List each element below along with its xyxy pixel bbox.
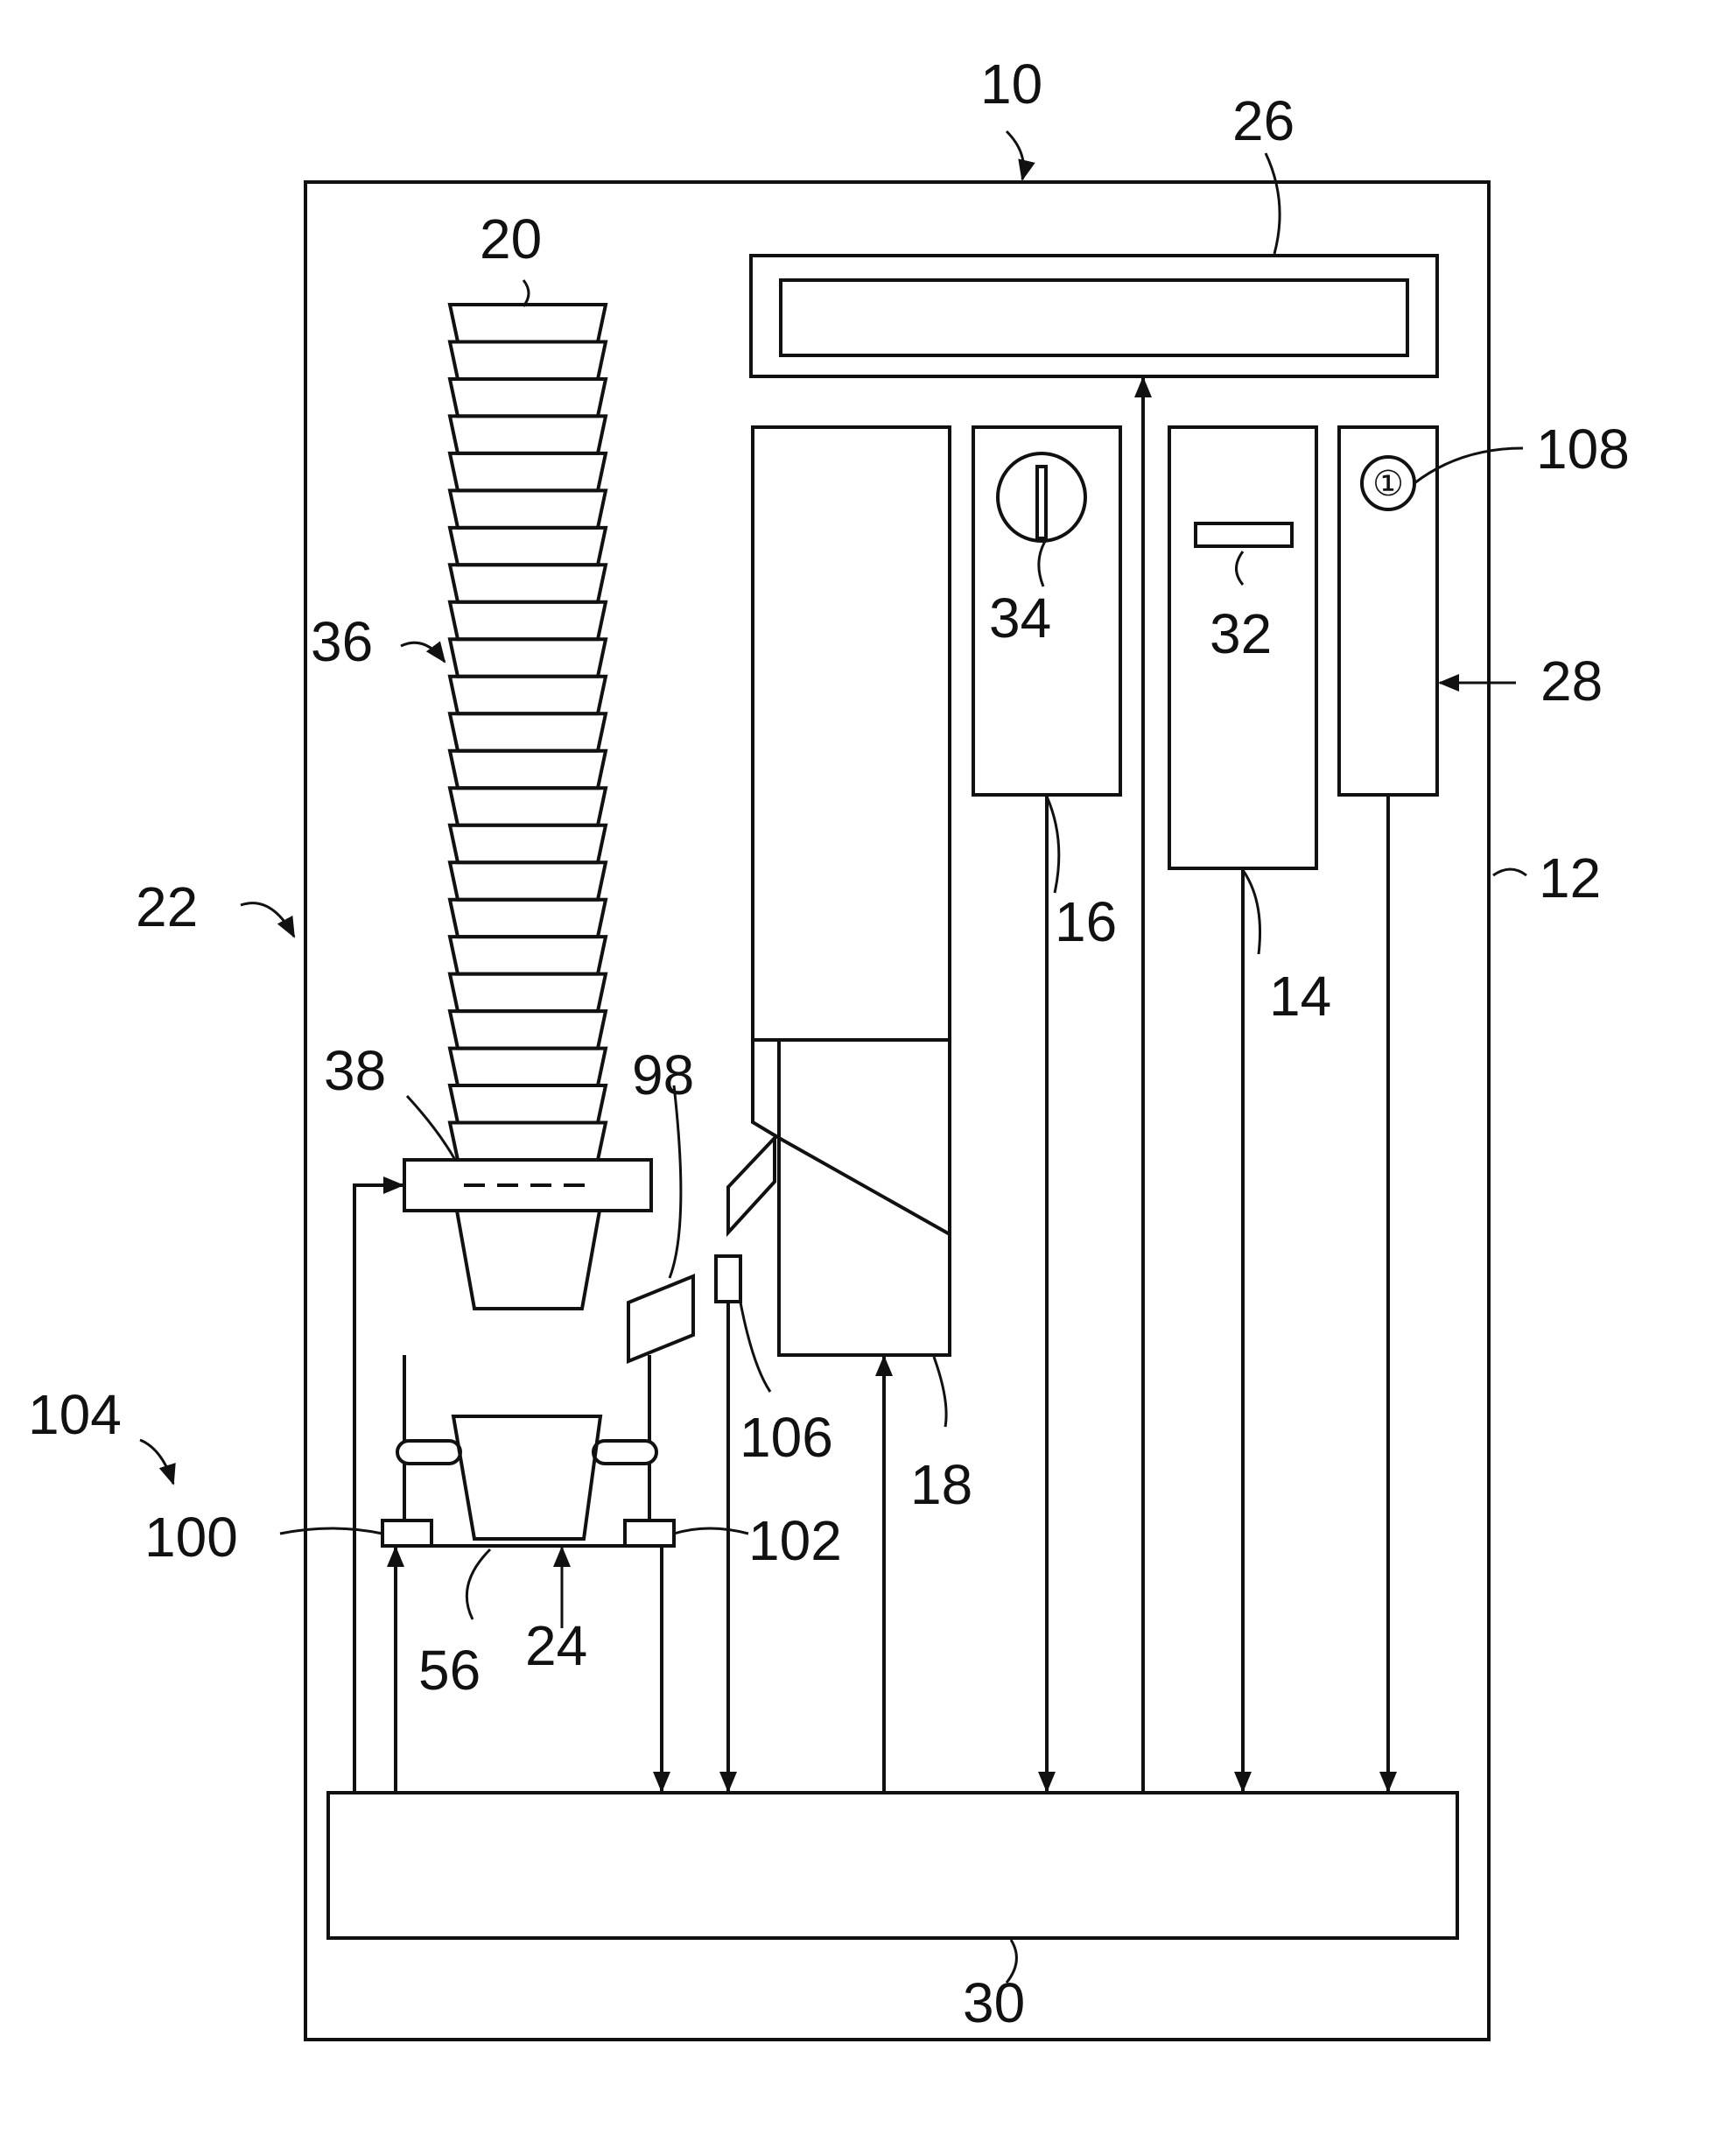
- stacked-cup: [450, 602, 606, 640]
- label-12: 12: [1539, 846, 1601, 909]
- label-26: 26: [1232, 89, 1295, 152]
- cabinet-outline: [305, 182, 1489, 2040]
- stacked-cup: [450, 416, 606, 453]
- label-10: 10: [980, 53, 1042, 116]
- stacked-cup: [450, 677, 606, 714]
- stacked-cup: [450, 974, 606, 1012]
- label-24: 24: [525, 1614, 587, 1677]
- display-unit: [751, 256, 1437, 376]
- stacked-cup: [450, 1049, 606, 1085]
- stacked-cup: [450, 528, 606, 565]
- cup-dispenser-38: [404, 1160, 651, 1211]
- sensor-100: [382, 1520, 432, 1546]
- stage-clamp-left: [397, 1441, 460, 1464]
- label-28: 28: [1540, 650, 1603, 713]
- stacked-cup: [450, 825, 606, 863]
- stacked-cup: [450, 305, 606, 342]
- stacked-cup: [450, 937, 606, 974]
- stacked-cup: [450, 379, 606, 416]
- stage-clamp-right: [593, 1441, 656, 1464]
- label-16: 16: [1055, 890, 1117, 953]
- label-34: 34: [989, 586, 1051, 650]
- stacked-cup: [450, 1011, 606, 1049]
- indicator-symbol: ①: [1372, 464, 1404, 504]
- chute-flap: [728, 1138, 775, 1233]
- stacked-cup: [450, 900, 606, 937]
- stacked-cup: [450, 1085, 606, 1123]
- display-screen: [781, 280, 1407, 355]
- label-22: 22: [136, 875, 198, 938]
- nozzle-98: [628, 1276, 693, 1361]
- sensor-102: [625, 1520, 674, 1546]
- stacked-cup: [450, 788, 606, 825]
- stacked-cup: [450, 751, 606, 789]
- label-36: 36: [311, 610, 373, 673]
- label-30: 30: [963, 1971, 1025, 2034]
- stacked-cup: [450, 862, 606, 899]
- chute-slope: [779, 1138, 950, 1234]
- label-32: 32: [1210, 602, 1272, 665]
- stacked-cup: [450, 1123, 606, 1161]
- stacked-cup: [450, 713, 606, 750]
- label-106: 106: [740, 1406, 833, 1469]
- coin-slot-32: [1196, 523, 1292, 546]
- stacked-cup: [450, 453, 606, 491]
- stacked-cup: [450, 490, 606, 528]
- label-104: 104: [28, 1383, 122, 1446]
- coin-slot-34: [1037, 467, 1046, 538]
- stage-cup-56: [453, 1416, 600, 1539]
- controller-30: [328, 1793, 1457, 1938]
- label-18: 18: [910, 1453, 972, 1516]
- stacked-cup: [450, 565, 606, 602]
- sensor-106: [716, 1256, 740, 1302]
- label-102: 102: [748, 1509, 842, 1572]
- cup-stack: [450, 305, 606, 1160]
- label-38: 38: [324, 1039, 386, 1102]
- label-20: 20: [480, 207, 542, 270]
- label-98: 98: [632, 1043, 694, 1106]
- dispensing-cup: [457, 1211, 600, 1309]
- label-14: 14: [1269, 965, 1331, 1028]
- stacked-cup: [450, 639, 606, 677]
- label-56: 56: [418, 1639, 481, 1702]
- label-108: 108: [1536, 418, 1630, 481]
- stacked-cup: [450, 342, 606, 380]
- label-100: 100: [144, 1506, 238, 1569]
